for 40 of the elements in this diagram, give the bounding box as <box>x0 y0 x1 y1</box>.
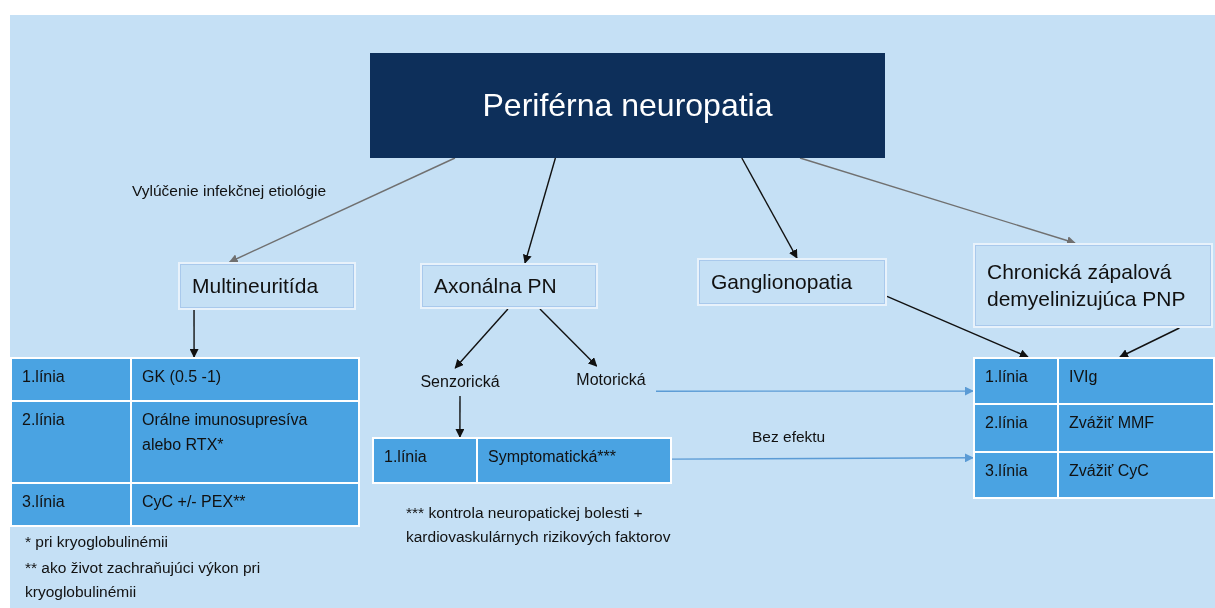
treatment-table <box>372 437 672 484</box>
footnote: ** ako život zachraňujúci výkon pri kryoglobulinémii <box>25 558 262 602</box>
table-cell: IVIg <box>1059 359 1213 403</box>
arrow <box>1119 327 1181 358</box>
table-cell: 3.línia <box>975 453 1057 497</box>
arrow <box>799 157 1076 245</box>
table-cell: 1.línia <box>12 359 130 400</box>
arrow <box>671 453 974 463</box>
table-cell: Zvážiť MMF <box>1059 405 1213 451</box>
category-box: Chronická zápalová demyelinizujúca PNP <box>973 243 1213 328</box>
branch-label: Motorická <box>566 366 656 394</box>
arrow <box>454 308 509 369</box>
title-box: Periférna neuropatia <box>370 53 885 158</box>
table-cell: Zvážiť CyC <box>1059 453 1213 497</box>
category-box: Ganglionopatia <box>697 258 887 306</box>
table-cell: 2.línia <box>975 405 1057 451</box>
table-cell: Symptomatická*** <box>478 439 670 482</box>
arrow <box>886 295 1029 358</box>
table-cell: 2.línia <box>12 402 130 482</box>
table-cell: Orálne imunosupresíva alebo RTX* <box>132 402 358 482</box>
arrow <box>455 395 465 438</box>
category-box: Multineuritída <box>178 262 356 310</box>
table-cell: CyC +/- PEX** <box>132 484 358 525</box>
footnote: *** kontrola neuropatickej bolesti + kardiovaskulárnych rizikových faktorov <box>406 503 672 547</box>
arrow <box>741 157 798 259</box>
arrow <box>228 157 456 263</box>
footnote: * pri kryoglobulinémii <box>25 532 169 552</box>
table-cell: GK (0.5 -1) <box>132 359 358 400</box>
category-box: Axonálna PN <box>420 263 598 309</box>
treatment-table <box>10 357 360 527</box>
arrow <box>522 157 557 264</box>
treatment-table <box>973 357 1215 499</box>
table-cell: 3.línia <box>12 484 130 525</box>
arrow <box>655 386 974 396</box>
branch-label: Senzorická <box>412 368 508 396</box>
table-cell: 1.línia <box>975 359 1057 403</box>
edge-label: Vylúčenie infekčnej etiológie <box>130 182 329 200</box>
arrow <box>539 308 598 367</box>
table-cell: 1.línia <box>374 439 476 482</box>
arrow <box>189 309 199 358</box>
